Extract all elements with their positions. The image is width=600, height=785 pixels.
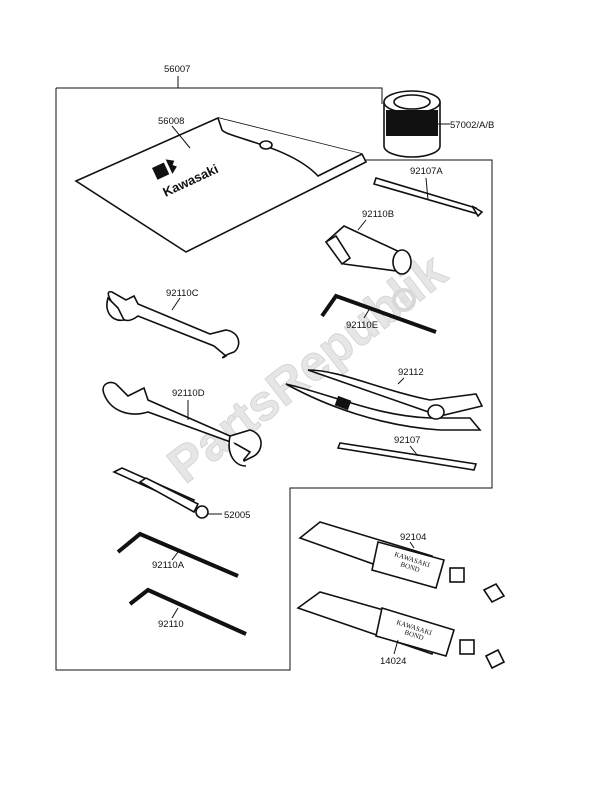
label-57002: 57002/A/B [450,120,494,131]
hex-key-e [320,293,437,334]
screwdriver-bit [336,442,478,471]
tool-pouch: Kawasaki [74,117,368,253]
label-92110c: 92110C [166,288,199,299]
label-92110b: 92110B [362,209,394,220]
watermark-cog-icon [392,288,416,312]
label-52005: 52005 [224,510,250,521]
label-92110a: 92110A [152,560,185,571]
screwdriver-handle [112,467,209,519]
label-92112: 92112 [398,367,424,378]
bond-tube-lower: KAWASAKI BOND [296,591,506,670]
label-92110d: 92110D [172,388,205,399]
hex-key [128,587,247,636]
label-14024: 14024 [380,656,406,667]
kit-bracket [55,76,493,671]
label-92104: 92104 [400,532,426,543]
bond-tube-upper: KAWASAKI BOND [298,521,506,604]
part-labels: 56007 56008 57002/A/B 92107A 92110B 9211… [152,64,494,667]
label-56007: 56007 [164,64,190,75]
label-92110e: 92110E [346,320,378,331]
plug-wrench [324,225,412,275]
label-56008: 56008 [158,116,184,127]
label-92110: 92110 [158,619,184,630]
open-end-wrench-small [106,291,240,359]
pliers [285,369,484,431]
hex-key-a [116,531,239,578]
grease-can [383,90,441,158]
leader-lines [171,123,450,655]
open-end-wrench-large [102,381,262,467]
screwdriver-grip [372,177,484,218]
label-92107: 92107 [394,435,420,446]
label-92107a: 92107A [410,166,443,177]
